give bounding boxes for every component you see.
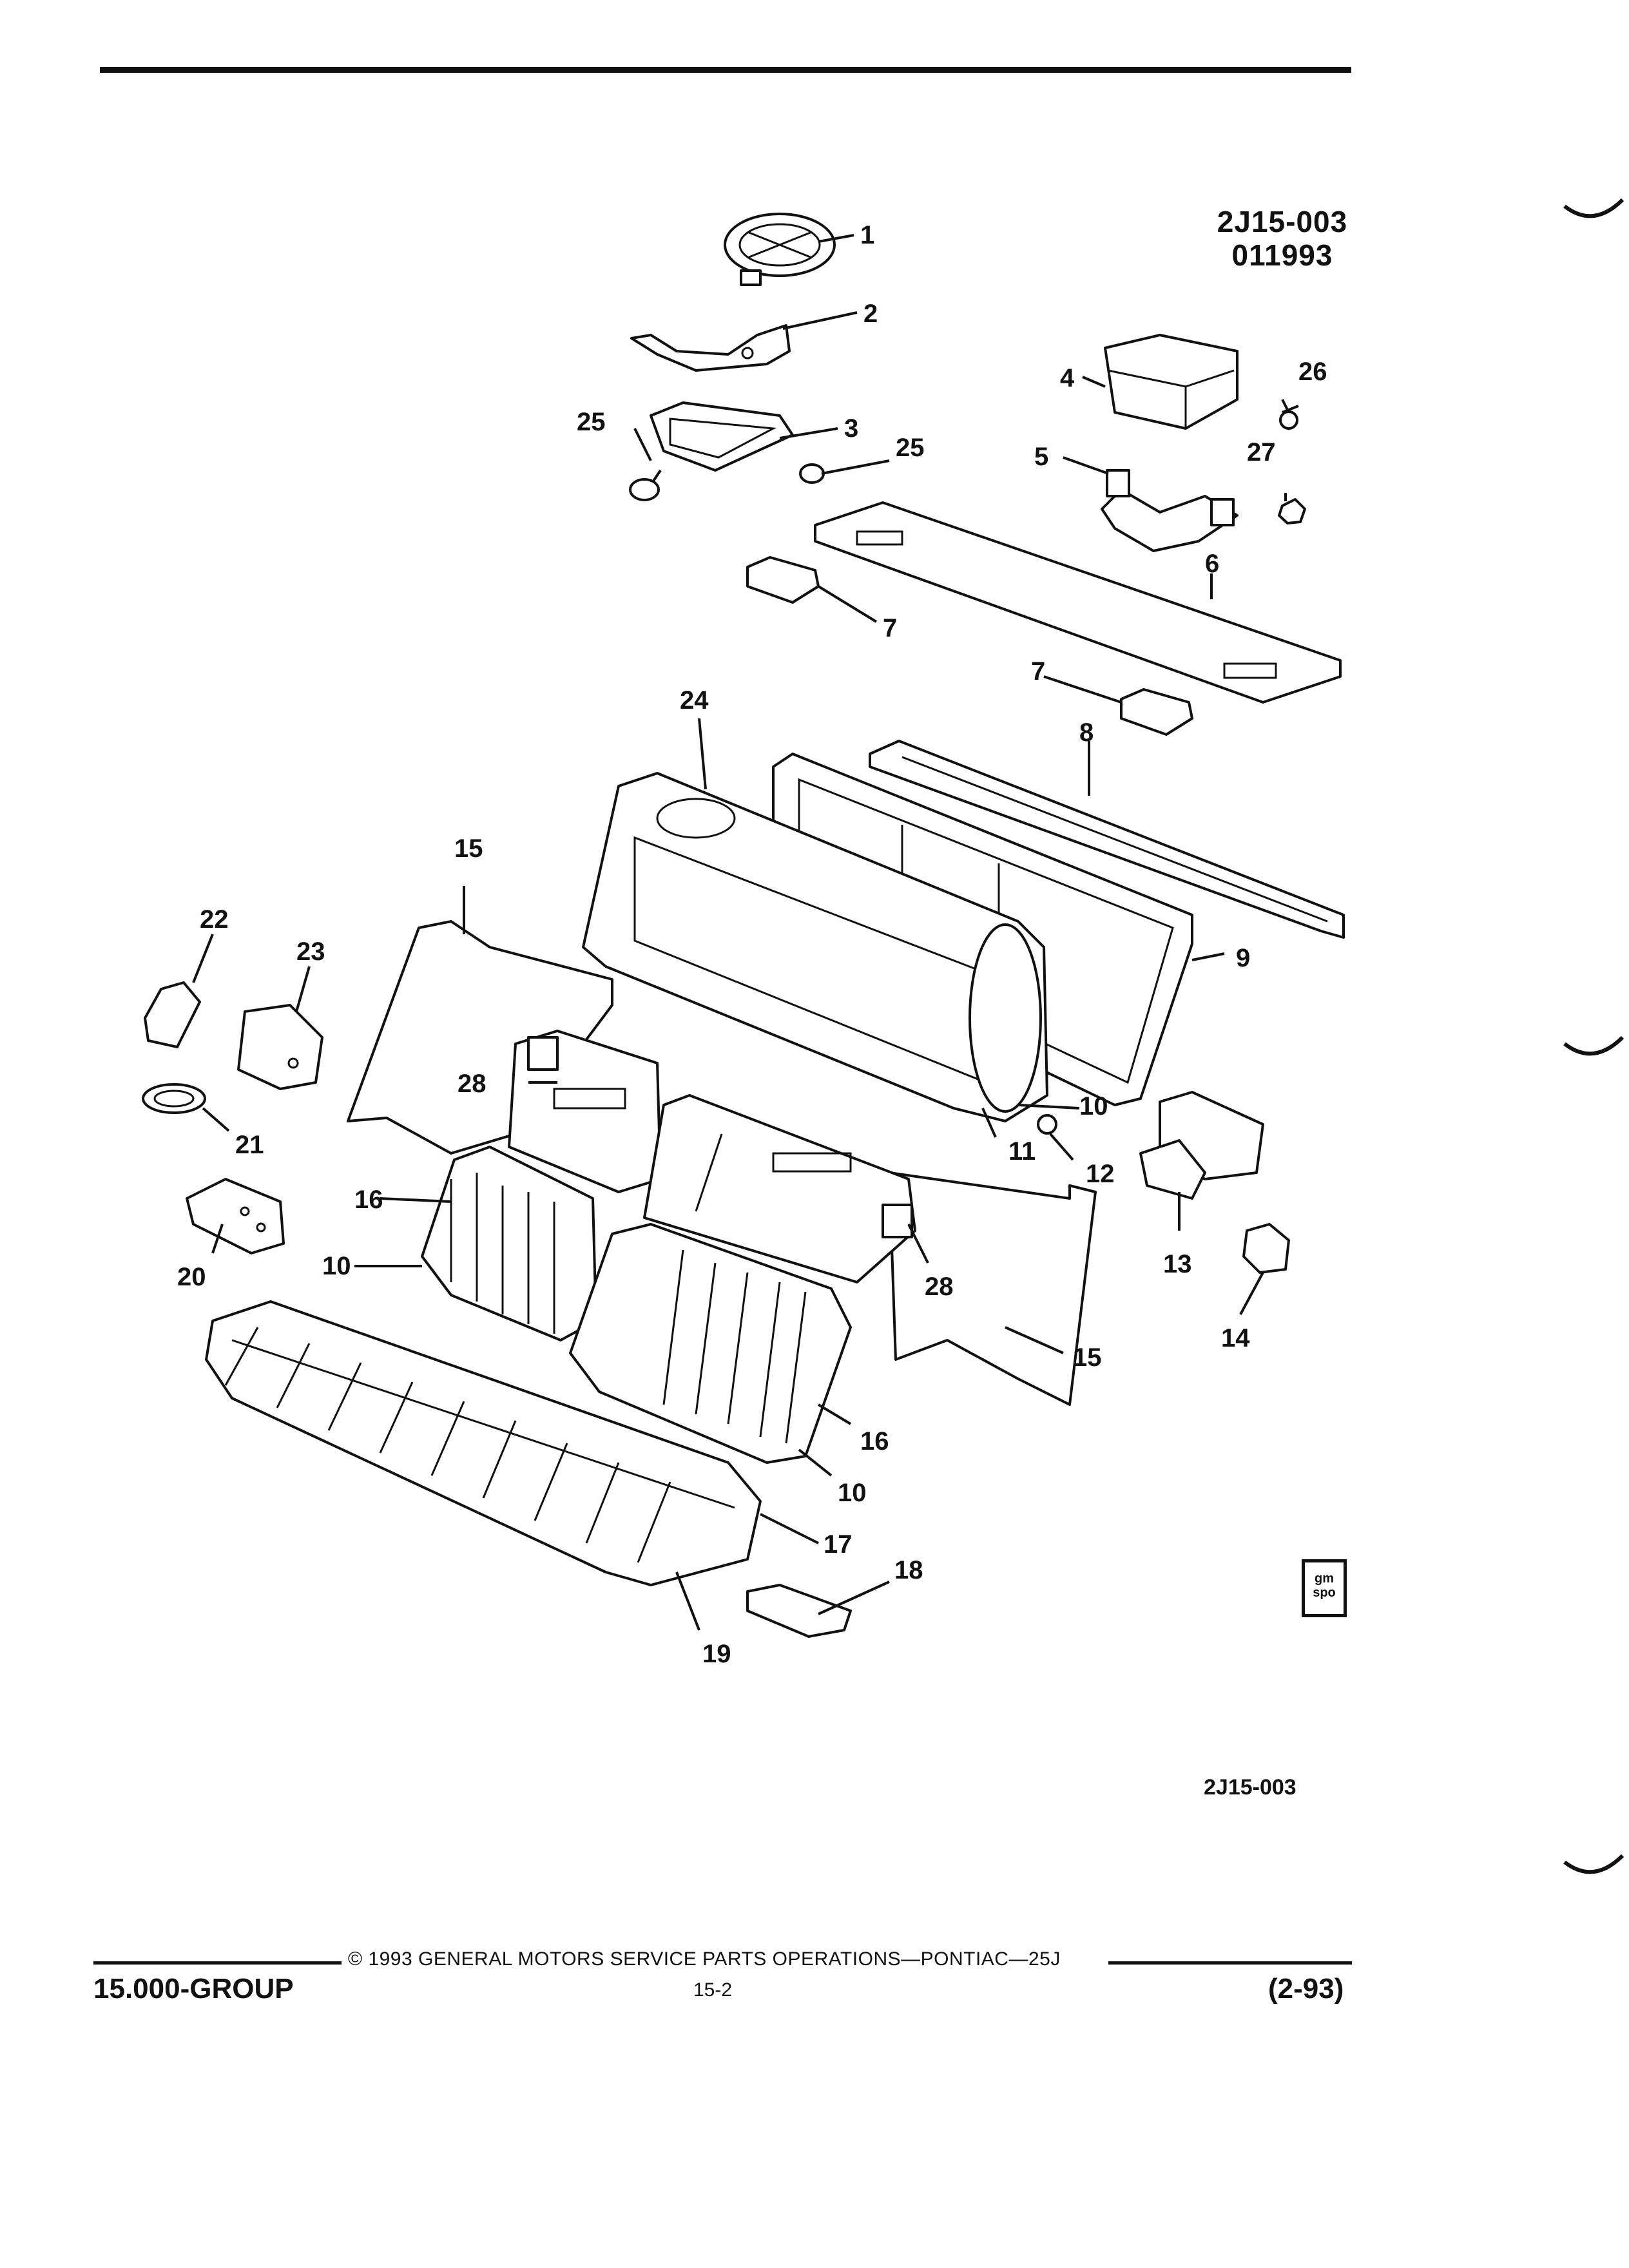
part-clip-14 — [1242, 1223, 1290, 1274]
part-speaker — [724, 213, 836, 286]
callout-22: 22 — [200, 905, 229, 934]
callout-labels: 1 2 3 4 5 6 7 7 8 9 10 10 10 11 12 13 14… — [177, 221, 1327, 1668]
callout-9: 9 — [1236, 944, 1250, 972]
callout-12: 12 — [1086, 1160, 1115, 1188]
callout-15a: 15 — [454, 834, 483, 863]
callout-8: 8 — [1079, 718, 1094, 747]
callout-27: 27 — [1247, 438, 1276, 466]
footer-copyright: © 1993 GENERAL MOTORS SERVICE PARTS OPER… — [348, 1948, 1061, 1970]
diagram-code-block: 2J15-003 011993 — [1186, 205, 1379, 272]
callout-25b: 25 — [896, 434, 925, 462]
footer-rule-right — [1108, 1961, 1352, 1965]
footer-page-number: 15-2 — [693, 1979, 733, 2001]
part-hinge-bracket-left — [527, 1036, 559, 1071]
part-screw-right — [799, 463, 825, 484]
callout-10b: 10 — [322, 1252, 351, 1280]
diagram-code: 2J15-003 — [1217, 205, 1348, 238]
part-strap — [142, 1083, 206, 1114]
binder-hole-mark-3 — [1563, 1854, 1624, 1874]
part-rear-shelf — [814, 501, 1342, 704]
callout-15b: 15 — [1073, 1343, 1102, 1372]
logo-line-2: spo — [1313, 1586, 1336, 1600]
part-clip-left — [746, 556, 820, 604]
part-seat-cushion — [205, 1300, 762, 1586]
part-box — [1104, 334, 1239, 430]
footer-rule-left — [93, 1961, 342, 1965]
part-seatback-cover — [582, 772, 1048, 1122]
callout-19: 19 — [702, 1640, 731, 1668]
callout-28a: 28 — [458, 1070, 487, 1098]
part-nut — [1278, 498, 1306, 524]
callout-4: 4 — [1060, 364, 1075, 392]
top-rule — [100, 67, 1351, 73]
footer-group: 15.000-GROUP — [93, 1973, 294, 2004]
part-hinge-right — [1139, 1091, 1264, 1200]
callout-21: 21 — [235, 1131, 264, 1159]
callout-2: 2 — [863, 300, 878, 328]
callout-11: 11 — [1008, 1137, 1036, 1166]
callout-17: 17 — [824, 1530, 853, 1559]
callout-25a: 25 — [577, 408, 606, 436]
part-box-bracket — [1101, 469, 1239, 552]
callout-14: 14 — [1221, 1324, 1250, 1352]
binder-hole-mark-2 — [1563, 1035, 1624, 1056]
part-speaker-bracket — [630, 324, 791, 372]
callout-7b: 7 — [1031, 657, 1045, 686]
part-seatback-cushion-left — [421, 1146, 597, 1341]
callout-10a: 10 — [1079, 1092, 1108, 1120]
part-rear-rail — [869, 740, 1345, 939]
part-speaker-housing — [650, 401, 794, 472]
callout-18: 18 — [894, 1556, 923, 1584]
callout-7: 7 — [883, 614, 897, 642]
part-hinge-bracket-right — [882, 1204, 913, 1238]
part-ring — [1037, 1114, 1057, 1135]
callout-3: 3 — [844, 414, 858, 443]
callout-23: 23 — [296, 937, 325, 966]
reference-code: 2J15-003 — [1204, 1775, 1296, 1800]
leader-lines — [192, 234, 1290, 1631]
callout-16a: 16 — [354, 1186, 383, 1214]
callout-16b: 16 — [860, 1427, 889, 1456]
part-bolt — [1279, 405, 1299, 430]
binder-hole-mark-1 — [1563, 198, 1624, 218]
part-hinge-plate-left — [186, 1178, 285, 1254]
part-latch-cover — [144, 981, 201, 1048]
callout-26: 26 — [1298, 358, 1327, 386]
footer-date: (2-93) — [1268, 1973, 1344, 2004]
callout-20: 20 — [177, 1263, 206, 1291]
part-side-trim-right — [888, 1171, 1097, 1406]
callout-1: 1 — [860, 221, 874, 249]
gm-spo-logo: gm spo — [1302, 1559, 1347, 1617]
callout-10c: 10 — [838, 1479, 867, 1507]
diagram-date: 011993 — [1231, 238, 1333, 272]
logo-line-1: gm — [1315, 1571, 1334, 1586]
part-cushion-bracket — [746, 1584, 852, 1638]
callout-24: 24 — [680, 686, 709, 715]
callout-13: 13 — [1163, 1250, 1192, 1278]
part-seatback-panel-right — [643, 1094, 916, 1283]
part-clip-right — [1120, 688, 1193, 736]
part-latch — [237, 1004, 323, 1090]
callout-28b: 28 — [925, 1273, 954, 1301]
callout-6: 6 — [1205, 550, 1219, 578]
callout-5: 5 — [1034, 443, 1048, 471]
part-screw-left — [629, 469, 662, 501]
